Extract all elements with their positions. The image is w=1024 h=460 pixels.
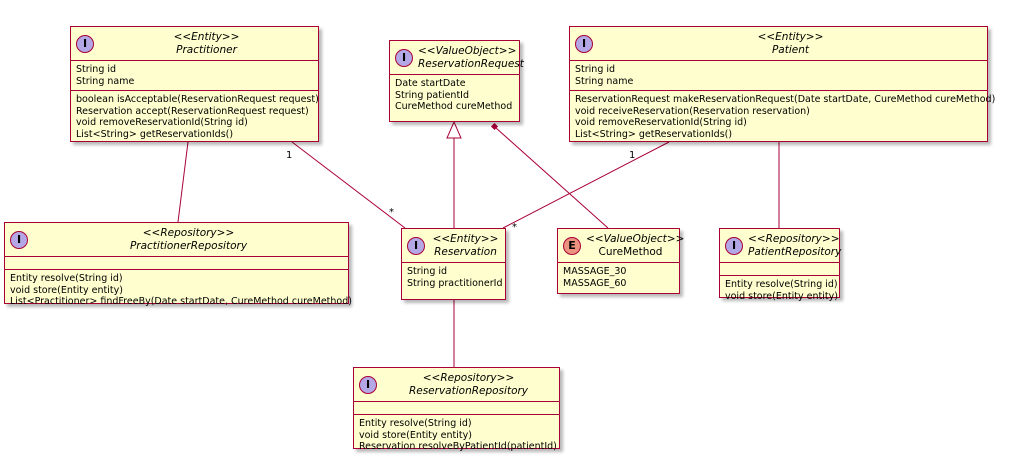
method: Reservation accept(ReservationRequest re… bbox=[76, 105, 309, 117]
multiplicity-patient-many: * bbox=[512, 222, 517, 233]
method: Entity resolve(String id) bbox=[725, 279, 838, 290]
stereotype: <<ValueObject>> bbox=[586, 233, 685, 245]
methods-compartment: Entity resolve(String id) void store(Ent… bbox=[5, 270, 352, 311]
methods-compartment: boolean isAcceptable(ReservationRequest … bbox=[71, 91, 319, 143]
method: void store(Entity entity) bbox=[10, 284, 123, 296]
interface-badge-icon: I bbox=[725, 236, 743, 255]
method: List<String> getReservationIds() bbox=[575, 128, 733, 140]
interface-badge-icon: I bbox=[359, 375, 377, 394]
class-name: Practitioner bbox=[176, 44, 237, 56]
field: CureMethod cureMethod bbox=[395, 101, 513, 112]
class-practitioner[interactable]: I <<Entity>> Practitioner String id Stri… bbox=[70, 26, 319, 142]
class-header: I <<Repository>> ReservationRepository bbox=[354, 368, 559, 402]
class-header: I <<ValueObject>> ReservationRequest bbox=[390, 41, 524, 75]
method: void receiveReservation(Reservation rese… bbox=[575, 105, 810, 117]
stereotype: <<Repository>> bbox=[748, 233, 840, 245]
fields-compartment bbox=[354, 402, 559, 415]
class-name: PractitionerRepository bbox=[129, 240, 248, 252]
enum-cure-method[interactable]: E <<ValueObject>> CureMethod MASSAGE_30 … bbox=[557, 228, 685, 294]
field: String id bbox=[76, 64, 117, 75]
class-reservation-repository[interactable]: I <<Repository>> ReservationRepository E… bbox=[353, 367, 560, 452]
fields-compartment bbox=[5, 257, 348, 270]
fields-compartment: String id String practitionerId bbox=[402, 263, 505, 292]
class-reservation-request[interactable]: I <<ValueObject>> ReservationRequest Dat… bbox=[389, 40, 524, 122]
composition-diamond bbox=[490, 122, 499, 131]
class-header: E <<ValueObject>> CureMethod bbox=[558, 229, 685, 263]
class-header: I <<Entity>> Patient bbox=[570, 27, 987, 61]
field: String id bbox=[407, 266, 448, 277]
class-name: Reservation bbox=[434, 246, 497, 258]
fields-compartment bbox=[720, 263, 839, 276]
enum-badge-icon: E bbox=[563, 236, 581, 255]
class-header: I <<Repository>> PractitionerRepository bbox=[5, 223, 348, 257]
multiplicity-practitioner-many: * bbox=[389, 207, 394, 218]
method: void removeReservationId(String id) bbox=[76, 117, 248, 128]
fields-compartment: Date startDate String patientId CureMeth… bbox=[390, 75, 519, 116]
field: Date startDate bbox=[395, 78, 466, 89]
method: Entity resolve(String id) bbox=[10, 273, 123, 284]
class-reservation[interactable]: I <<Entity>> Reservation String id Strin… bbox=[401, 228, 506, 300]
class-name: PatientRepository bbox=[748, 246, 842, 258]
class-header: I <<Entity>> Practitioner bbox=[71, 27, 318, 61]
field: String practitionerId bbox=[407, 277, 503, 289]
method: ReservationRequest makeReservationReques… bbox=[575, 94, 996, 105]
stereotype: <<Entity>> bbox=[173, 31, 240, 43]
class-header: I <<Entity>> Reservation bbox=[402, 229, 505, 263]
edge-practitioner-repository bbox=[177, 141, 189, 223]
stereotype: <<Repository>> bbox=[422, 372, 515, 384]
edge-patient-reservation bbox=[502, 141, 670, 229]
fields-compartment: MASSAGE_30 MASSAGE_60 bbox=[558, 263, 679, 292]
interface-badge-icon: I bbox=[76, 34, 94, 53]
method: void removeReservationId(String id) bbox=[575, 117, 747, 128]
interface-badge-icon: I bbox=[10, 230, 28, 249]
stereotype: <<ValueObject>> bbox=[418, 45, 517, 57]
field: String name bbox=[575, 75, 634, 87]
stereotype: <<Entity>> bbox=[757, 31, 824, 43]
method: void store(Entity entity) bbox=[725, 290, 838, 302]
field: String patientId bbox=[395, 89, 470, 101]
field: String name bbox=[76, 75, 135, 87]
enum-value: MASSAGE_30 bbox=[563, 266, 627, 277]
methods-compartment: ReservationRequest makeReservationReques… bbox=[570, 91, 996, 143]
interface-badge-icon: I bbox=[395, 48, 413, 67]
fields-compartment: String id String name bbox=[570, 61, 987, 91]
class-name: ReservationRequest bbox=[418, 58, 524, 70]
multiplicity-practitioner-one: 1 bbox=[286, 150, 293, 161]
fields-compartment: String id String name bbox=[71, 61, 318, 91]
enum-value: MASSAGE_60 bbox=[563, 277, 627, 289]
multiplicity-patient-one: 1 bbox=[629, 150, 636, 161]
method: boolean isAcceptable(ReservationRequest … bbox=[76, 94, 319, 105]
field: String id bbox=[575, 64, 616, 75]
method: Entity resolve(String id) bbox=[359, 418, 472, 429]
class-patient-repository[interactable]: I <<Repository>> PatientRepository Entit… bbox=[719, 228, 842, 302]
class-name: Patient bbox=[771, 44, 810, 56]
interface-badge-icon: I bbox=[407, 236, 425, 255]
stereotype: <<Entity>> bbox=[432, 233, 499, 245]
method: void store(Entity entity) bbox=[359, 429, 472, 441]
method: Reservation resolveByPatientId(patientId… bbox=[359, 441, 557, 452]
class-patient[interactable]: I <<Entity>> Patient String id String na… bbox=[569, 26, 996, 143]
interface-badge-icon: I bbox=[575, 34, 593, 53]
methods-compartment: Entity resolve(String id) void store(Ent… bbox=[354, 415, 559, 456]
edge-request-cure-method bbox=[495, 127, 609, 229]
method: List<Practitioner> findFreeBy(Date start… bbox=[10, 296, 352, 307]
method: List<String> getReservationIds() bbox=[76, 128, 234, 140]
methods-compartment: Entity resolve(String id) void store(Ent… bbox=[720, 276, 839, 305]
realization-arrowhead bbox=[446, 120, 462, 139]
class-practitioner-repository[interactable]: I <<Repository>> PractitionerRepository … bbox=[4, 222, 352, 307]
class-header: I <<Repository>> PatientRepository bbox=[720, 229, 842, 263]
stereotype: <<Repository>> bbox=[142, 227, 235, 239]
class-name: ReservationRepository bbox=[408, 385, 529, 397]
class-name: CureMethod bbox=[598, 246, 663, 258]
